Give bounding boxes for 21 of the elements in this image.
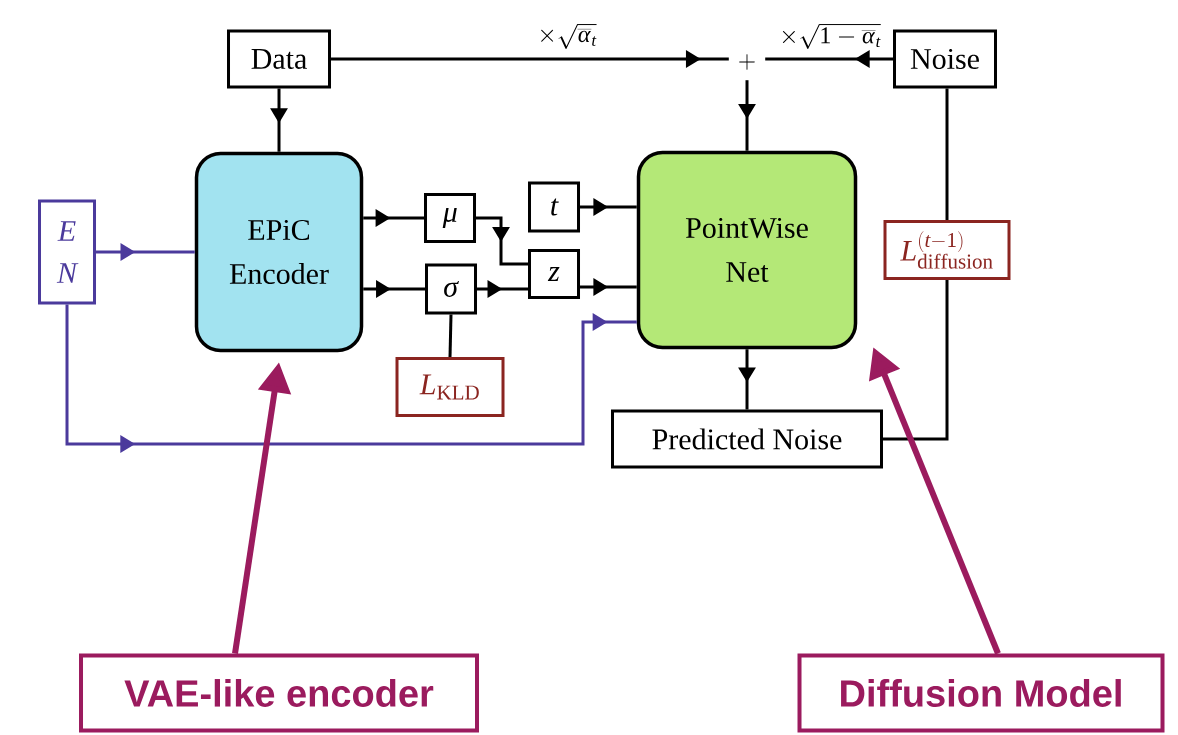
arrow — [476, 216, 528, 266]
connector-line — [945, 88, 949, 220]
connector-line — [448, 314, 453, 358]
callout-box: VAE-like encoder — [79, 653, 479, 733]
callout-box: Diffusion Model — [797, 653, 1165, 733]
connector-line — [883, 280, 949, 441]
plus-sign: $+$ — [739, 54, 755, 70]
edge-label: $\times\sqrt{\overline{\alpha}_t}$ — [536, 22, 598, 50]
output-box: Predicted Noise — [611, 409, 883, 469]
variable-box: $t$ — [528, 181, 580, 233]
variable-box: $\mu$ — [424, 193, 476, 243]
loss-box: $L_{\mathrm{KLD}}$ — [395, 357, 505, 417]
process-box: EPiC Encoder — [194, 151, 364, 353]
input-box: Data — [227, 29, 331, 89]
input-box: $E$ $N$ — [38, 199, 96, 305]
process-box: PointWise Net — [636, 150, 858, 350]
variable-box: $\sigma$ — [425, 263, 477, 315]
input-box: Noise — [893, 29, 997, 89]
variable-box: $z$ — [528, 249, 580, 299]
loss-box: $L^{(t-1)}_{\mathrm{diffusion}}$ — [883, 220, 1011, 280]
edge-label: $\times\sqrt{1-\overline{\alpha}_t}$ — [778, 22, 882, 50]
